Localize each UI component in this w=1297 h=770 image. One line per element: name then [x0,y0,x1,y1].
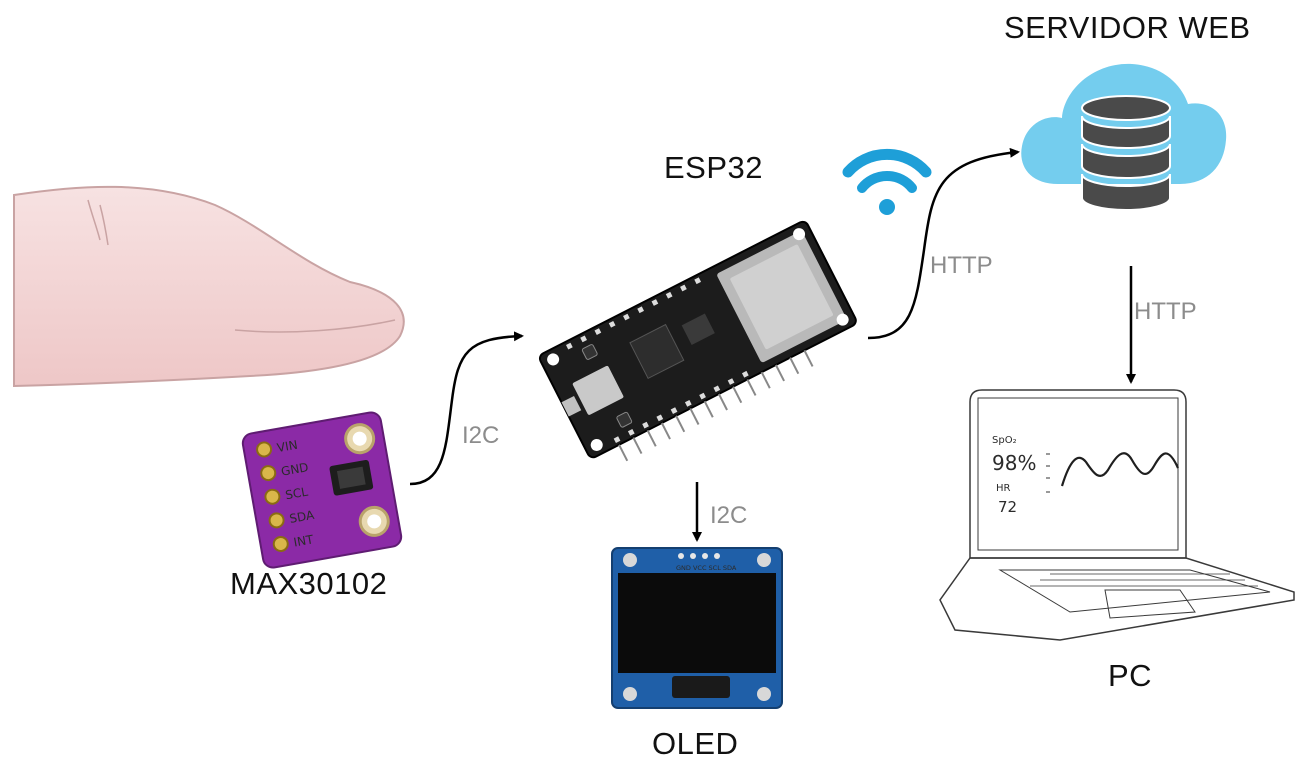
label-max30102: MAX30102 [230,566,388,601]
label-esp32: ESP32 [664,150,764,185]
hr-label: HR [996,483,1011,494]
oled-display: GND VCC SCL SDA [611,547,783,709]
cloud-database-icon [1021,63,1227,211]
label-oled: OLED [652,726,739,761]
pulse-waveform [1060,452,1180,487]
laptop-icon [939,389,1295,641]
esp32-board [538,220,857,462]
pin-label-gnd: GND [280,460,310,479]
finger-icon [13,185,405,388]
oled-pin-labels: GND VCC SCL SDA [676,564,737,572]
link-label-sensor-esp32: I2C [462,422,500,449]
laptop-screen-content: SpO₂ 98% HR 72 [992,435,1180,516]
link-label-esp32-server: HTTP [930,252,993,279]
pin-label-sda: SDA [288,508,316,526]
link-label-server-pc: HTTP [1134,298,1197,325]
hr-value: 72 [998,498,1017,516]
arrow-esp32-to-server [867,147,1020,340]
pin-label-scl: SCL [284,485,309,503]
pin-label-int: INT [293,532,316,549]
label-pc: PC [1108,658,1153,693]
spo2-label: SpO₂ [992,435,1017,446]
pin-label-vin: VIN [276,438,299,455]
label-servidor-web: SERVIDOR WEB [1004,10,1251,45]
spo2-value: 98% [992,451,1036,475]
max30102-board: VIN GND SCL SDA INT [241,411,403,569]
sensor-pins: VIN GND SCL SDA INT [256,438,316,552]
wifi-icon [842,148,932,215]
arrow-sensor-to-esp32 [409,331,524,486]
link-label-esp32-oled: I2C [710,502,748,529]
